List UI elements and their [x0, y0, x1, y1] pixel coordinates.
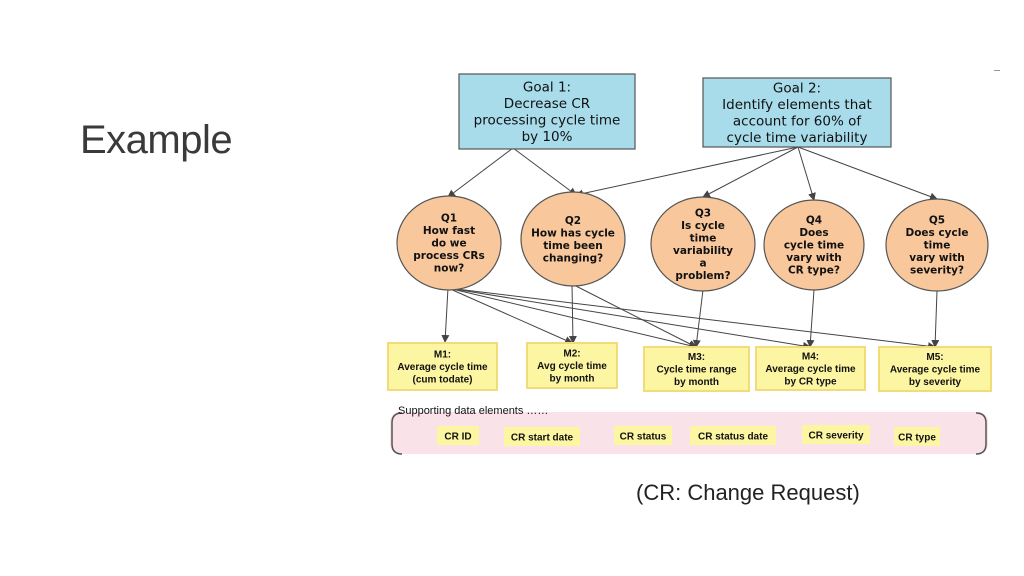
goal-2-text-line: Goal 2: [773, 80, 821, 96]
arrow [571, 283, 697, 348]
data-element-label: CR status date [698, 432, 768, 443]
metric-5-text-line: M5: [926, 352, 943, 363]
goal-1-text-line: Decrease CR [504, 96, 590, 112]
arrow [447, 147, 514, 198]
goal-1-text-line: Goal 1: [523, 79, 571, 95]
slide-title: Example [80, 118, 233, 162]
question-2-text-line: How has cycle [531, 227, 615, 239]
metric-3-text-line: M3: [688, 352, 705, 363]
question-3-text-line: a [699, 257, 706, 269]
question-1-text-line: do we [431, 238, 466, 250]
question-2-text-line: changing? [543, 252, 603, 264]
question-1-text-line: How fast [423, 225, 475, 237]
arrow [575, 146, 799, 198]
arrow [447, 287, 573, 344]
question-4-text-line: vary with [786, 252, 841, 264]
question-5-text-line: vary with [909, 252, 964, 264]
question-3-text-line: Is cycle [681, 220, 725, 232]
data-element-label: CR status [620, 432, 667, 443]
question-5-text-line: Q5 [929, 215, 945, 227]
question-1-text-line: Q1 [441, 213, 457, 225]
question-2-text-line: Q2 [565, 215, 581, 227]
arrow [931, 290, 940, 348]
data-element-label: CR type [898, 433, 936, 444]
caption: (CR: Change Request) [636, 480, 860, 505]
arrow [797, 146, 938, 201]
arrow [447, 287, 811, 350]
question-5-text-line: time [924, 240, 951, 252]
arrow [797, 146, 816, 201]
question-4-text-line: cycle time [784, 240, 844, 252]
metric-1-text-line: Average cycle time [397, 362, 488, 373]
arrow [692, 289, 704, 348]
goal-2-text-line: account for 60% of [733, 113, 862, 129]
supporting-data-panel: Supporting data elements …… CR ID CR start… [390, 405, 988, 455]
metric-1-box: M1:Average cycle time (cum todate) [387, 342, 498, 391]
question-5-text-line: severity? [910, 265, 964, 277]
goal-2-text-line: Identify elements that [722, 97, 872, 113]
arrow [568, 283, 577, 344]
question-3-text-line: variability [673, 245, 733, 257]
question-5-text-line: Does cycle [906, 227, 969, 239]
metric-2-text-line: M2: [563, 349, 580, 360]
metric-4-box: M4:Average cycle time by CR type [755, 346, 866, 391]
metric-2-text-line: by month [550, 374, 595, 385]
data-element: CR status date [690, 426, 776, 445]
metric-4-text-line: Average cycle time [765, 364, 856, 375]
data-element: CR status [614, 426, 672, 445]
metric-4-text-line: M4: [802, 352, 819, 363]
arrows-layer [441, 146, 940, 351]
goal-2-text-line: cycle time variability [727, 130, 868, 146]
question-1-text-line: process CRs [413, 250, 484, 262]
question-4-text-line: Does [799, 227, 828, 239]
metric-2-text-line: Avg cycle time [537, 361, 607, 372]
metric-3-text-line: Cycle time range [656, 365, 736, 376]
question-4-text-line: CR type? [788, 265, 840, 277]
metric-1-text-line: M1: [434, 350, 451, 361]
metric-5-text-line: by severity [909, 377, 962, 388]
data-element: CR severity [802, 425, 870, 444]
question-2-text-line: time been [543, 240, 603, 252]
arrow [447, 287, 936, 351]
question-3-text-line: Q3 [695, 207, 711, 219]
question-3-text-line: problem? [675, 270, 730, 282]
left-bracket [391, 412, 403, 455]
arrow [702, 146, 799, 198]
data-element-label: CR ID [444, 432, 471, 443]
metric-4-text-line: by CR type [784, 377, 837, 388]
metric-1-text-line: (cum todate) [413, 375, 473, 386]
question-4-text-line: Q4 [806, 215, 822, 227]
arrow [512, 147, 577, 196]
arrow [806, 289, 815, 348]
metric-3-text-line: by month [674, 377, 719, 388]
question-1-text-line: now? [434, 263, 464, 275]
goal-1-text-line: by 10% [522, 129, 573, 145]
arrow [441, 287, 450, 343]
question-3-text-line: time [690, 232, 717, 244]
data-element: CR type [894, 427, 940, 446]
arrow [447, 287, 697, 350]
right-bracket [975, 412, 987, 455]
supporting-data-label: Supporting data elements …… [398, 405, 548, 417]
corner-mark [994, 70, 1000, 71]
data-element: CR start date [504, 427, 580, 446]
goal-1-text-line: processing cycle time [474, 112, 621, 128]
metric-5-text-line: Average cycle time [890, 365, 981, 376]
metric-2-box: M2:Avg cycle time by month [526, 342, 618, 389]
data-element: CR ID [437, 426, 479, 445]
data-element-label: CR severity [808, 431, 863, 442]
data-element-label: CR start date [511, 433, 574, 444]
